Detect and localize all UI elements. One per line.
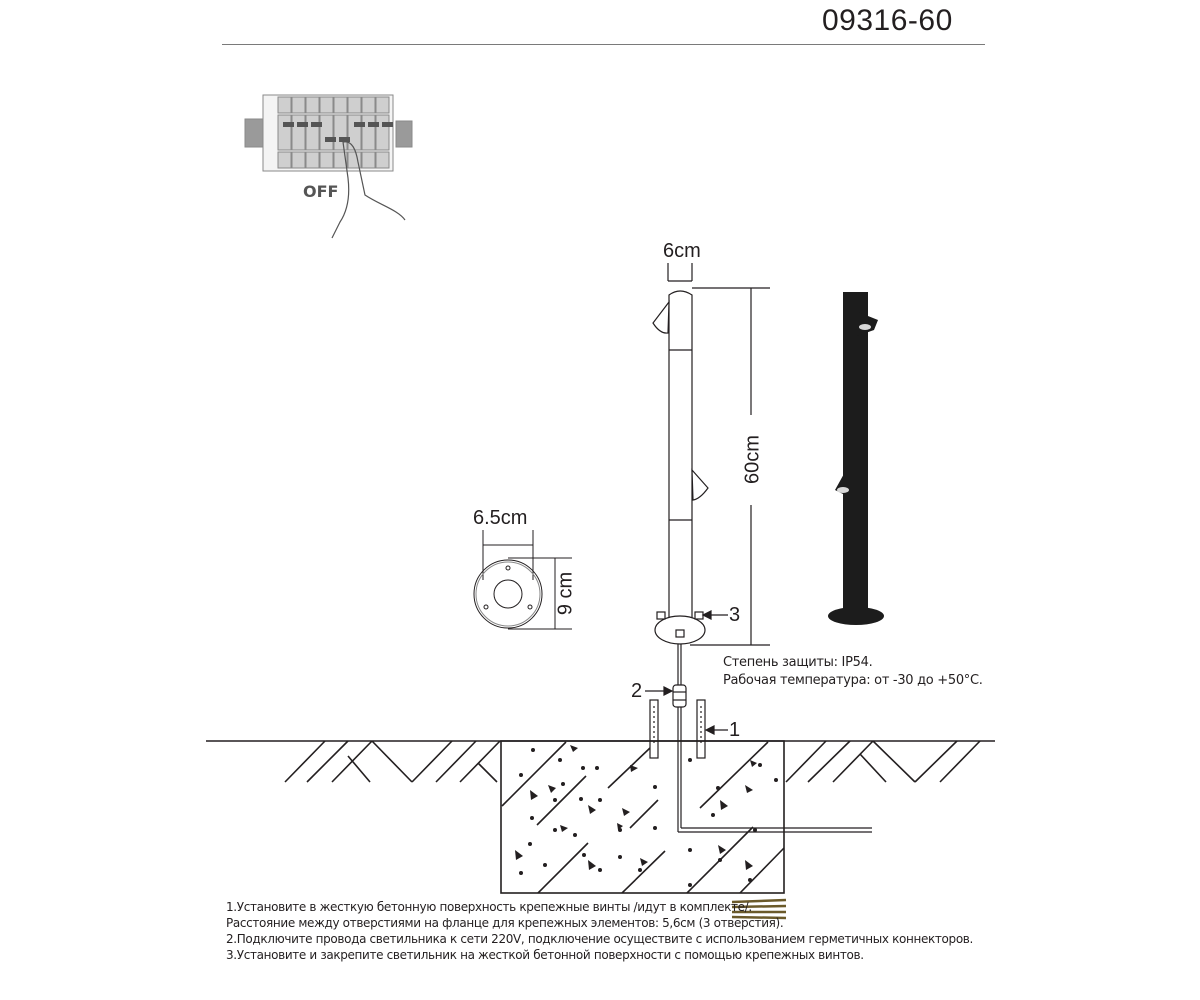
base-top-view: [473, 530, 572, 630]
callout-1-anchor: 1: [729, 719, 741, 741]
instruction-1: 1.Установите в жесткую бетонную поверхно…: [226, 900, 752, 914]
pole-drawing: [645, 263, 872, 833]
dim-base-diameter: 9 cm: [554, 571, 577, 616]
circuit-breaker-off-icon: [244, 94, 413, 239]
spec-protection: Степень защиты: IP54.: [723, 655, 873, 670]
anchor-screws-icon: [731, 898, 787, 920]
instruction-1-note: Расстояние между отверстиями на фланце д…: [226, 916, 784, 930]
dim-pole-width: 6cm: [663, 240, 701, 262]
spec-temperature: Рабочая температура: от -30 до +50°C.: [723, 673, 983, 688]
instruction-2: 2.Подключите провода светильника к сети …: [226, 932, 973, 946]
breaker-off-label: OFF: [303, 182, 339, 201]
concrete-aggregate: [515, 745, 778, 887]
dim-pole-height: 60cm: [741, 435, 764, 484]
ground-section: [206, 740, 995, 894]
dim-base-width: 6.5cm: [473, 507, 528, 529]
callout-3-screw: 3: [729, 604, 741, 626]
instruction-3: 3.Установите и закрепите светильник на ж…: [226, 948, 864, 962]
callout-2-connector: 2: [631, 680, 643, 702]
model-number: 09316-60: [822, 4, 953, 37]
header-divider: [222, 44, 985, 45]
